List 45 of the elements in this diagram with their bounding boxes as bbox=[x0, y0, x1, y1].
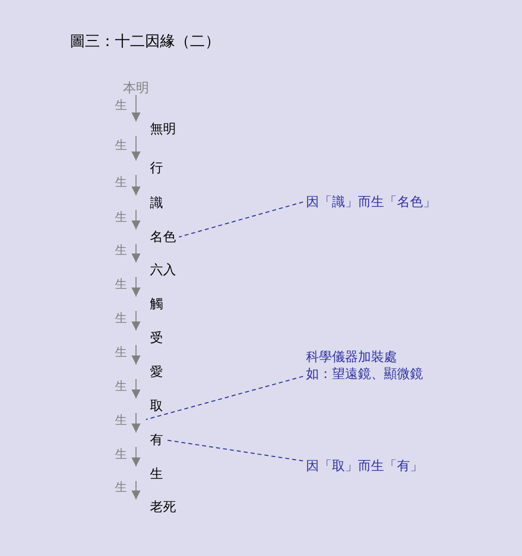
edge-label: 生 bbox=[115, 98, 127, 112]
term-label: 有 bbox=[150, 432, 163, 448]
term-label: 觸 bbox=[150, 296, 163, 312]
arrow bbox=[132, 136, 140, 161]
arrow bbox=[132, 276, 140, 297]
edge-label: 生 bbox=[115, 344, 127, 359]
arrow bbox=[132, 412, 140, 433]
term-label: 名色 bbox=[150, 230, 176, 244]
term-label: 本明 bbox=[123, 80, 149, 96]
arrow bbox=[132, 244, 140, 263]
edge-label: 生 bbox=[115, 310, 127, 325]
term-label: 愛 bbox=[150, 364, 163, 380]
annotation-text: 科學儀器加裝處 bbox=[306, 348, 398, 366]
edge-label: 生 bbox=[115, 276, 127, 291]
leader-line bbox=[166, 440, 304, 462]
term-label: 識 bbox=[150, 196, 163, 210]
edge-label: 生 bbox=[115, 446, 127, 461]
term-label: 受 bbox=[150, 330, 163, 346]
annotation-text: 因「取」而生「有」 bbox=[306, 458, 423, 474]
edge-label: 生 bbox=[115, 138, 127, 152]
arrow bbox=[132, 378, 140, 399]
leader-line bbox=[146, 376, 304, 420]
arrow bbox=[132, 174, 140, 196]
term-label: 老死 bbox=[150, 500, 176, 514]
annotation-text: 因「識」而生「名色」 bbox=[306, 194, 436, 210]
edge-label: 生 bbox=[115, 378, 127, 393]
arrow bbox=[132, 210, 140, 230]
title: 圖三：十二因緣（二） bbox=[70, 33, 220, 50]
term-label: 無明 bbox=[150, 122, 176, 136]
edge-label: 生 bbox=[115, 480, 127, 494]
term-label: 六入 bbox=[150, 262, 176, 278]
edge-label: 生 bbox=[115, 210, 127, 224]
term-label: 取 bbox=[150, 398, 163, 414]
edge-label: 生 bbox=[115, 412, 127, 427]
term-label: 行 bbox=[150, 160, 163, 176]
term-label: 生 bbox=[150, 466, 163, 482]
example-text: 如：望遠鏡、顯微鏡 bbox=[306, 366, 423, 382]
edge-label: 生 bbox=[115, 175, 127, 190]
edge-label: 生 bbox=[115, 243, 127, 258]
arrow bbox=[132, 310, 140, 331]
arrow bbox=[132, 446, 140, 467]
leader-line bbox=[178, 202, 304, 238]
arrow bbox=[132, 480, 140, 500]
arrow bbox=[132, 344, 140, 365]
arrow bbox=[132, 94, 140, 122]
